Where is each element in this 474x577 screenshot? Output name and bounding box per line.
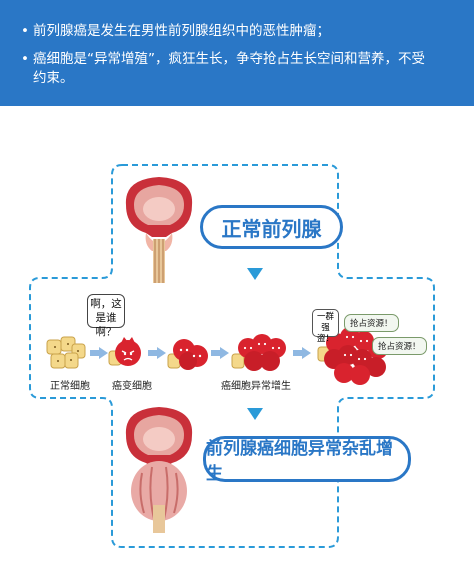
crowd-bubble: 一群强盗！ bbox=[312, 309, 339, 344]
abnormal-cell-caption: 癌细胞异常增生 bbox=[221, 381, 291, 392]
arrow-right-icon bbox=[211, 347, 229, 359]
bullet-dot: • bbox=[21, 51, 29, 67]
normal-prostate-label: 正常前列腺 bbox=[200, 205, 343, 249]
arrow-right-icon bbox=[148, 347, 166, 359]
normal-cell-caption: 正常细胞 bbox=[50, 381, 90, 392]
prostate-normal-icon bbox=[125, 177, 193, 283]
arrow-down-icon bbox=[247, 268, 263, 280]
arrow-right-icon bbox=[90, 347, 108, 359]
arrow-right-icon bbox=[293, 347, 311, 359]
normal-cell-icon bbox=[46, 336, 86, 369]
speech-bubble-1: 抢占资源！ bbox=[344, 314, 399, 332]
speech-bubble-2: 抢占资源！ bbox=[372, 337, 427, 355]
mutated-cell-caption: 癌变细胞 bbox=[112, 381, 152, 392]
cancer-cell-icon bbox=[167, 339, 208, 370]
bullet-1: • 前列腺癌是发生在男性前列腺组织中的恶性肿瘤； bbox=[21, 22, 330, 41]
bullet-2-text: 癌细胞是“异常增殖”，疯狂生长，争夺抢占生长空间和营养，不受约束。 bbox=[33, 51, 425, 86]
cancer-cell-icon bbox=[108, 337, 141, 366]
bullet-1-text: 前列腺癌是发生在男性前列腺组织中的恶性肿瘤； bbox=[33, 23, 330, 39]
cancer-cell-icon bbox=[317, 327, 388, 385]
header-banner: • 前列腺癌是发生在男性前列腺组织中的恶性肿瘤； • 癌细胞是“异常增殖”，疯狂… bbox=[0, 0, 474, 106]
arrow-down-icon bbox=[247, 408, 263, 420]
prostate-cancer-icon bbox=[125, 407, 193, 533]
question-bubble: 啊，这是谁啊？ bbox=[87, 294, 125, 338]
bullet-dot: • bbox=[21, 23, 29, 39]
prostate-cancer-label: 前列腺癌细胞异常杂乱增生 bbox=[203, 436, 411, 484]
bullet-2: • 癌细胞是“异常增殖”，疯狂生长，争夺抢占生长空间和营养，不受约束。 bbox=[21, 50, 433, 88]
cancer-cell-icon bbox=[231, 334, 286, 371]
